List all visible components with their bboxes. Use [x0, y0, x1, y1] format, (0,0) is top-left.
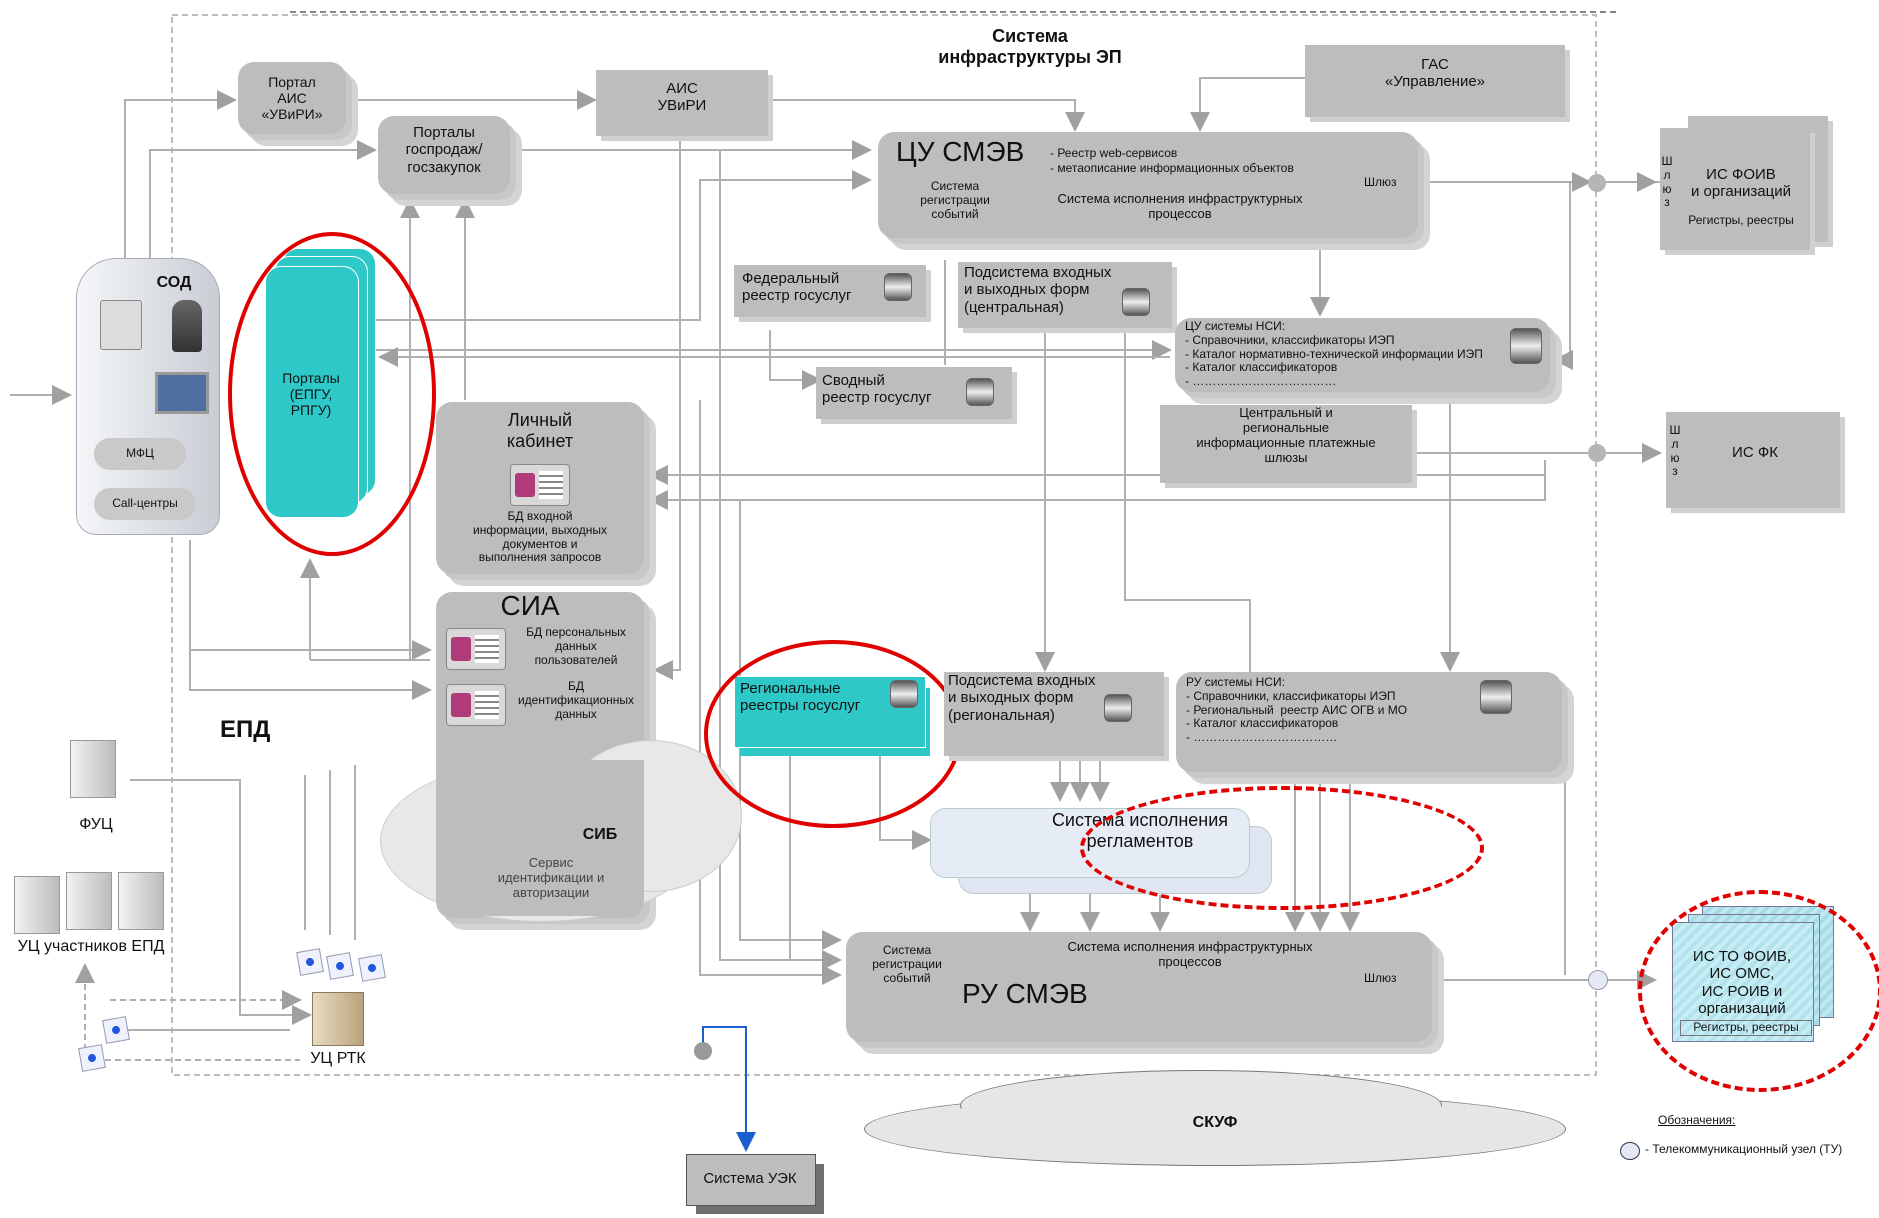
- is-fk-box: [1666, 412, 1840, 508]
- cu-meta: - метаописание информационных объектов: [1050, 161, 1294, 175]
- call-label: Call-центры: [112, 496, 178, 510]
- sod-label: СОД: [156, 274, 192, 291]
- sys-regl-highlight-ring: [1080, 786, 1484, 910]
- portal-aisuvir-box: [238, 62, 346, 134]
- nsi-cu-label: ЦУ системы НСИ: - Справочники, классифик…: [1185, 319, 1483, 389]
- mfc-pill: [94, 438, 186, 470]
- podsys-regional-label: Подсистема входных и выходных форм (реги…: [948, 672, 1096, 724]
- safe-icon: [312, 992, 364, 1046]
- database-image-icon: [446, 684, 506, 726]
- cu-smev-title: ЦУ СМЭВ: [896, 136, 1025, 167]
- database-image-icon: [510, 464, 570, 506]
- lk-title: Личный кабинет: [506, 410, 574, 451]
- telecom-node: [1588, 444, 1606, 462]
- service-ident-label: Сервис идентификации и авторизации: [497, 855, 605, 900]
- skuf-label: СКУФ: [1192, 1114, 1238, 1131]
- nsi-cu-box: [1175, 318, 1550, 392]
- sia-db1: БД персональных данных пользователей: [526, 625, 626, 667]
- certificate-icon: [358, 954, 386, 982]
- telecom-node: [1588, 970, 1608, 990]
- legend-title: Обозначения:: [1658, 1113, 1736, 1127]
- database-icon: [1104, 694, 1132, 722]
- cu-reestr: - Реестр web-сервисов: [1050, 146, 1178, 160]
- podsys-central-label: Подсистема входных и выходных форм (цент…: [964, 264, 1112, 316]
- monitor-icon: [155, 372, 209, 414]
- ru-smev-title: РУ СМЭВ: [962, 978, 1088, 1009]
- nsi-ru-label: РУ системы НСИ: - Справочники, классифик…: [1186, 675, 1408, 745]
- call-pill: [94, 488, 196, 520]
- portal-aisuvir-label: Портал АИС «УВиРИ»: [261, 74, 323, 123]
- database-icon: [1122, 288, 1150, 316]
- is-foiv-label: ИС ФОИВ и организаций: [1691, 166, 1791, 201]
- telecom-node: [1588, 174, 1606, 192]
- person-kiosk-icon: [172, 300, 202, 352]
- database-icon: [1480, 680, 1512, 714]
- cu-gate: Шлюз: [1364, 175, 1397, 189]
- uc-epd-label: УЦ участников ЕПД: [17, 938, 165, 955]
- epd-label: ЕПД: [220, 716, 271, 743]
- is-foiv-gate: Ш л ю з: [1661, 154, 1673, 210]
- telecom-node: [694, 1042, 712, 1060]
- sia-db2: БД идентификационных данных: [517, 679, 635, 721]
- server-icon: [70, 740, 116, 798]
- legend-node-icon: [1620, 1142, 1640, 1160]
- is-to-highlight-ring: [1638, 890, 1879, 1092]
- is-foiv-sub: Регистры, реестры: [1688, 213, 1794, 227]
- ais-uvir-label: АИС УВиРИ: [657, 80, 707, 115]
- database-icon: [1510, 328, 1542, 364]
- ru-smev-box: [846, 932, 1432, 1042]
- lk-db: БД входной информации, выходных документ…: [473, 509, 607, 565]
- cu-sys-reg: Система регистрации событий: [920, 179, 990, 221]
- sib-label: СИБ: [582, 826, 618, 843]
- skuf-cloud-fill: [880, 1098, 1548, 1160]
- reg-reestr-highlight-ring: [704, 640, 962, 828]
- portals-gos-box: [378, 116, 510, 194]
- server-icon: [14, 876, 60, 934]
- database-icon: [884, 273, 912, 301]
- portals-highlight-ring: [228, 232, 436, 556]
- certificate-icon: [326, 952, 354, 980]
- fed-reestr-label: Федеральный реестр госуслуг: [742, 270, 852, 305]
- computer-icon: [100, 300, 142, 350]
- is-fk-label: ИС ФК: [1732, 444, 1778, 461]
- ru-gate: Шлюз: [1364, 971, 1397, 985]
- uc-rtk-label: УЦ РТК: [310, 1050, 366, 1067]
- certificate-icon: [296, 948, 324, 976]
- mfc-label: МФЦ: [126, 446, 154, 460]
- ru-sys-exec: Система исполнения инфраструктурных проц…: [1067, 939, 1313, 969]
- system-title: Система инфраструктуры ЭП: [938, 26, 1122, 67]
- cu-sys-exec: Система исполнения инфраструктурных проц…: [1057, 191, 1303, 221]
- pay-gates-box: [1160, 405, 1412, 483]
- is-fk-gate: Ш л ю з: [1669, 423, 1681, 479]
- uek-box: [686, 1154, 816, 1206]
- gas-label: ГАС «Управление»: [1384, 56, 1486, 91]
- sia-lower: [436, 760, 644, 916]
- svod-reestr-label: Сводный реестр госуслуг: [822, 372, 932, 407]
- cu-smev-box: [878, 132, 1418, 238]
- database-icon: [966, 378, 994, 406]
- gas-box: [1305, 45, 1565, 117]
- certificate-icon: [102, 1016, 130, 1044]
- ais-uvir-box: [596, 70, 768, 136]
- uek-label: Система УЭК: [703, 1170, 797, 1187]
- pay-gates-label: Центральный и региональные информационны…: [1196, 405, 1376, 465]
- portals-gos-label: Порталы госпродаж/ госзакупок: [405, 124, 483, 176]
- server-icon: [118, 872, 164, 930]
- legend-item: - Телекоммуникационный узел (ТУ): [1645, 1142, 1843, 1156]
- ru-sys-reg: Система регистрации событий: [872, 943, 942, 985]
- is-foiv-box: [1660, 128, 1810, 250]
- database-image-icon: [446, 628, 506, 670]
- certificate-icon: [78, 1044, 106, 1072]
- sia-title: СИА: [500, 590, 560, 621]
- fuc-label: ФУЦ: [79, 816, 113, 833]
- server-icon: [66, 872, 112, 930]
